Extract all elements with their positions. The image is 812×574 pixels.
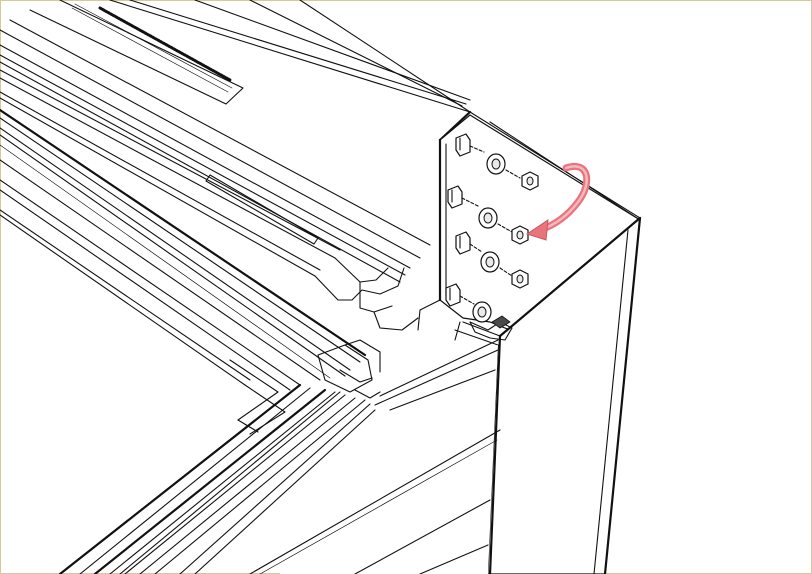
nut-icon bbox=[511, 269, 529, 289]
upper-rail bbox=[0, 19, 431, 331]
box-top-panel bbox=[109, 0, 641, 221]
box-front-panel bbox=[179, 339, 501, 574]
bolt-icon bbox=[447, 185, 479, 209]
fastener-row-1 bbox=[455, 133, 539, 191]
bolt-icon bbox=[455, 231, 483, 255]
fastener-set bbox=[445, 133, 539, 323]
fastener-row-4 bbox=[445, 283, 492, 323]
top-grating bbox=[29, 0, 244, 105]
bolt-icon bbox=[455, 133, 485, 157]
lower-frame bbox=[0, 108, 381, 574]
bolt-icon bbox=[445, 283, 475, 307]
washer-icon bbox=[478, 207, 498, 229]
fastener-row-2 bbox=[447, 185, 529, 245]
nut-icon bbox=[521, 171, 539, 191]
washer-icon bbox=[480, 251, 500, 273]
washer-icon bbox=[486, 153, 506, 175]
rotation-arrow-icon bbox=[525, 162, 591, 241]
washer-icon bbox=[472, 301, 492, 323]
bracket-clip bbox=[469, 315, 513, 341]
fastener-row-3 bbox=[455, 231, 529, 289]
corner-post bbox=[454, 216, 642, 574]
nut-icon bbox=[511, 225, 529, 245]
